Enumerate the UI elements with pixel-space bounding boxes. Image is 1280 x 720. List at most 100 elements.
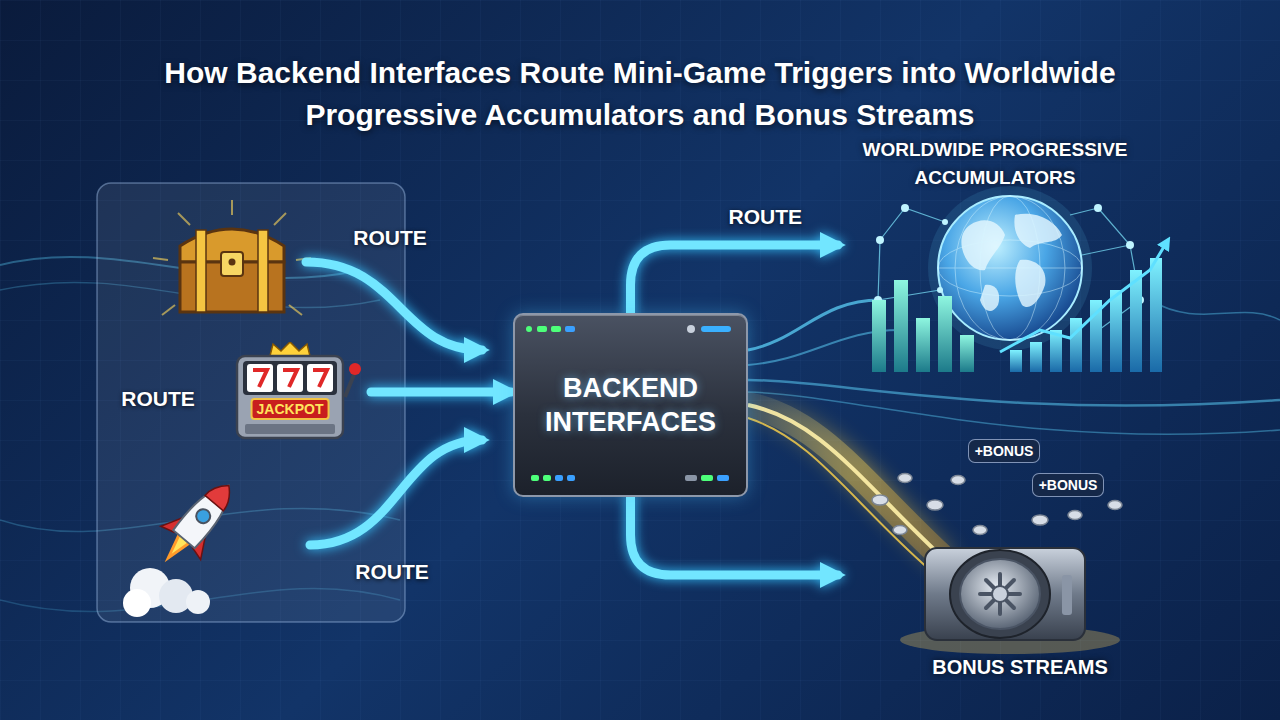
background-arrows-part (310, 440, 482, 545)
bar-chart-part (916, 318, 930, 372)
bar-chart-part (1110, 290, 1122, 372)
coins-part (973, 526, 987, 535)
vault-part (1062, 575, 1072, 615)
status-leds-part (526, 326, 532, 332)
status-leds-part (685, 475, 697, 481)
rocket-part-part (205, 478, 238, 511)
rocket (123, 469, 249, 617)
treasure-chest-part (221, 252, 243, 276)
bar-chart-part (1000, 240, 1168, 352)
coins-part (1032, 515, 1048, 525)
route-arrow (371, 388, 511, 397)
globe-network-part-part (901, 204, 909, 212)
route-label: ROUTE (121, 386, 195, 412)
status-leds-part (687, 325, 695, 333)
globe-network-part-part (1126, 241, 1134, 249)
server-box: BACKEND INTERFACES (513, 313, 748, 497)
route-arrow (631, 497, 839, 575)
rocket-part (123, 589, 151, 617)
vault-part (992, 586, 1008, 602)
rocket-part (186, 590, 210, 614)
route-label: ROUTE (729, 204, 803, 230)
slot-machine-drawing-part (245, 424, 335, 434)
globe-network-part (874, 204, 1144, 335)
globe-network-part-part (942, 219, 948, 225)
bar-chart-part (1070, 318, 1082, 372)
globe-network-part-part (938, 268, 1082, 269)
globe-network-part-part (1015, 260, 1045, 307)
treasure-chest-part (258, 230, 268, 312)
coins-part (893, 526, 907, 535)
treasure-chest-part-part (274, 213, 286, 225)
route-label: ROUTE (353, 225, 427, 251)
status-leds-part (717, 475, 729, 481)
status-leds-part (543, 475, 551, 481)
status-leds-part (565, 326, 575, 332)
diagram-title: How Backend Interfaces Route Mini-Game T… (160, 52, 1120, 136)
bar-chart-part (872, 300, 886, 372)
bar-chart-part (1010, 350, 1022, 372)
slot-machine-drawing-part (253, 370, 267, 387)
slot-machine-drawing-part (277, 364, 303, 392)
route-arrow (631, 245, 839, 313)
glow-waves-part (748, 380, 1280, 406)
glow-waves-part (1150, 300, 1280, 320)
slot-machine-drawing (215, 342, 365, 442)
bonus-bubble: +BONUS (968, 439, 1041, 463)
jackpot-sign: JACKPOT (251, 398, 330, 420)
bonus-bubble: +BONUS (1032, 473, 1105, 497)
status-leds-part (701, 475, 713, 481)
coins-part (951, 476, 965, 485)
globe-network-part-part (876, 236, 884, 244)
vault-part (960, 559, 1040, 629)
group-heading: BONUS STREAMS (840, 654, 1200, 680)
status-leds (515, 315, 746, 495)
rocket-part (145, 469, 249, 579)
globe-network-part-part (938, 240, 1082, 296)
bar-chart-part (1150, 258, 1162, 372)
coins (872, 474, 1122, 535)
globe-network-part (938, 196, 1082, 340)
slot-machine-drawing-part (243, 361, 337, 395)
accumulator-group: WORLDWIDE PROGRESSIVE ACCUMULATORS (840, 136, 1150, 380)
glow-waves-part (748, 392, 1280, 434)
treasure-chest-part (153, 200, 311, 315)
slot-machine-drawing-part (283, 370, 297, 387)
slot-machine-drawing-part (349, 363, 361, 375)
status-leds-part (531, 475, 539, 481)
slot-machine-drawing-part (307, 364, 333, 392)
glow-waves-part (748, 300, 880, 350)
vault (900, 548, 1120, 654)
treasure-chest-part (229, 259, 236, 266)
status-leds-part (555, 475, 563, 481)
bar-chart-part (960, 335, 974, 372)
slot-machine: JACKPOT (215, 342, 365, 442)
slot-machine-drawing-part (313, 370, 327, 387)
globe-network (874, 186, 1144, 350)
route-label: ROUTE (355, 559, 429, 585)
server-label: BACKEND INTERFACES (523, 371, 738, 439)
bonus-stream-part (748, 405, 940, 555)
bonus-group: BONUS STREAMS (840, 430, 1200, 692)
globe-network-part (938, 196, 1082, 340)
bonus-stream-part (748, 405, 940, 555)
vault-part (980, 574, 1020, 614)
treasure-chest-part (196, 230, 206, 312)
treasure-chest-part-part (231, 200, 233, 215)
bar-chart-part (894, 280, 908, 372)
vault-part (925, 548, 1085, 640)
globe-network-part (928, 186, 1092, 350)
coins-part (872, 495, 888, 505)
globe-network-part-part (937, 287, 943, 293)
status-leds-part (537, 326, 547, 332)
slot-machine-drawing-part (247, 364, 273, 392)
status-leds-part (701, 326, 731, 332)
slot-machine-drawing-part (237, 356, 343, 438)
rocket-part-part (173, 476, 240, 548)
vault-part (950, 550, 1050, 638)
vault-part-part (986, 580, 1014, 608)
bonus-stream (748, 405, 940, 570)
coins-part (927, 500, 943, 510)
